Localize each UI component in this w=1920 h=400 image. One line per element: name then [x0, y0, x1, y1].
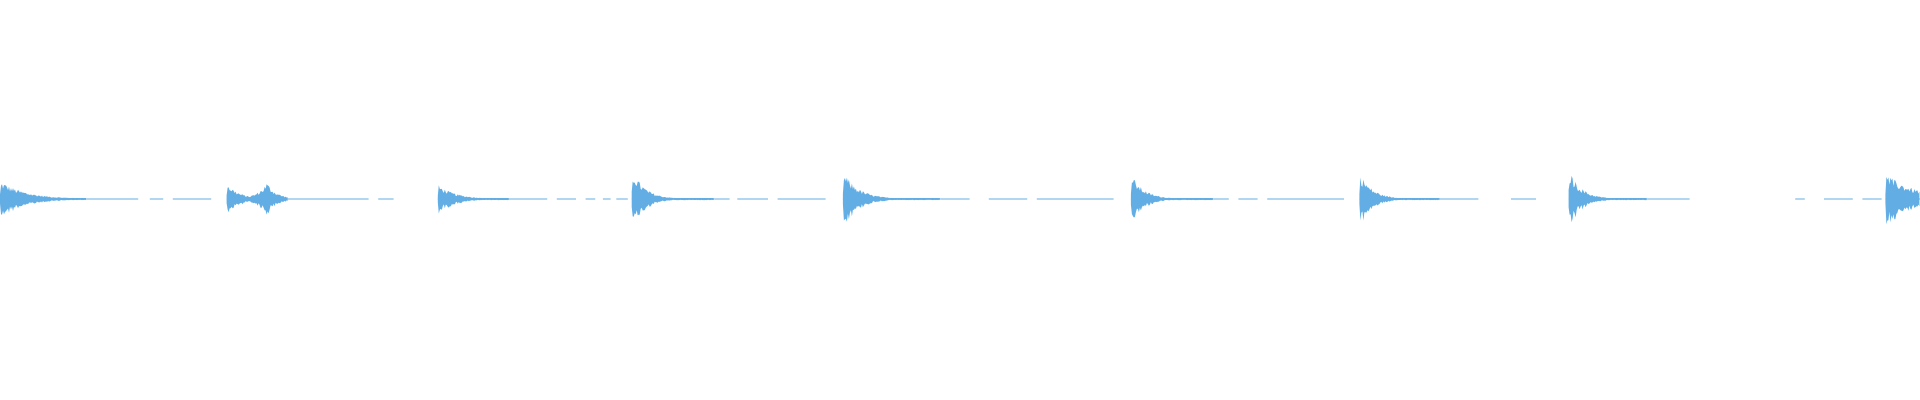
- audio-clip[interactable]: [1885, 176, 1920, 225]
- audio-clip[interactable]: [0, 184, 87, 215]
- audio-clip[interactable]: [1568, 175, 1648, 223]
- audio-clip[interactable]: [842, 177, 941, 222]
- audio-clip[interactable]: [437, 185, 509, 214]
- audio-clip[interactable]: [1130, 180, 1214, 218]
- audio-clip[interactable]: [1359, 177, 1440, 221]
- audio-clip[interactable]: [631, 181, 715, 217]
- audio-clip[interactable]: [226, 184, 288, 215]
- clip-waveform-shape: [842, 177, 940, 222]
- clip-waveform-shape: [1885, 176, 1920, 225]
